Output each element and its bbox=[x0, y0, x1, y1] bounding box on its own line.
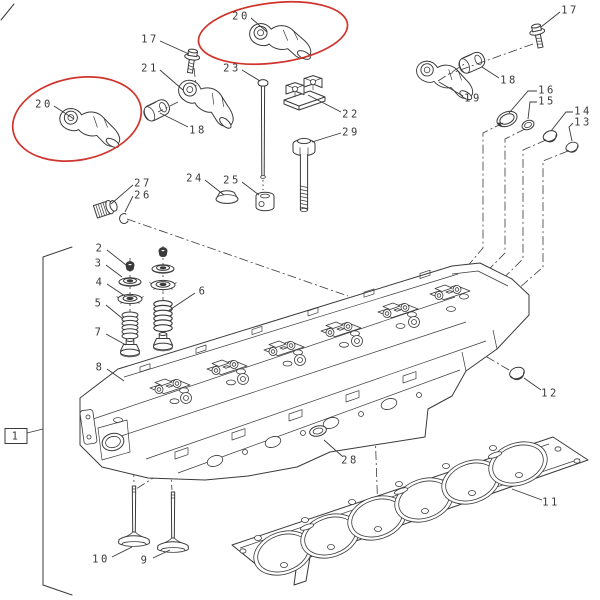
callout-label-29: 29 bbox=[342, 127, 360, 139]
callout-leader-26 bbox=[124, 195, 134, 213]
callout-leader-6 bbox=[167, 292, 196, 312]
callout-label-14: 14 bbox=[574, 106, 592, 118]
callout-label-2: 2 bbox=[96, 243, 105, 255]
callout-leader-7 bbox=[105, 333, 127, 346]
callout-leader-18 bbox=[481, 66, 500, 79]
callout-leader-16 bbox=[508, 90, 537, 114]
callout-leader-11 bbox=[511, 488, 543, 501]
callout-leader-21 bbox=[159, 69, 184, 91]
seal-ring-16 bbox=[496, 110, 518, 128]
highlight-ellipses bbox=[11, 1, 349, 162]
callout-label-5: 5 bbox=[95, 298, 104, 310]
cup-plug-28 bbox=[309, 425, 327, 437]
callout-leader-18 bbox=[159, 112, 189, 128]
callout-leader-27 bbox=[110, 184, 134, 205]
head-gasket-11 bbox=[231, 436, 589, 586]
callout-label-7: 7 bbox=[95, 327, 104, 339]
callout-leader-13 bbox=[568, 122, 574, 142]
valve-9 bbox=[157, 491, 189, 553]
cup-plug-12 bbox=[509, 366, 525, 381]
highlight-ellipse-20-1 bbox=[11, 76, 143, 162]
highlight-ellipse-20-0 bbox=[197, 1, 349, 65]
callout-label-20: 20 bbox=[35, 99, 53, 111]
callout-leader-15 bbox=[527, 101, 537, 120]
callout-leader-20 bbox=[53, 105, 75, 120]
callout-leader-9 bbox=[152, 549, 171, 559]
callout-label-4: 4 bbox=[96, 277, 105, 289]
valve-10 bbox=[118, 485, 150, 547]
cup-plug-14 bbox=[541, 128, 560, 145]
bushing-18-right bbox=[456, 49, 488, 76]
callout-label-28: 28 bbox=[341, 455, 359, 467]
callout-label-18: 18 bbox=[500, 75, 518, 87]
plug-27 bbox=[92, 200, 118, 219]
callout-label-27: 27 bbox=[134, 178, 152, 190]
callout-leader-8 bbox=[106, 368, 125, 382]
callout-leader-17 bbox=[540, 11, 561, 28]
callout-leader-28 bbox=[323, 439, 343, 457]
callout-leader-19 bbox=[438, 81, 464, 97]
reference-bracket-1 bbox=[0, 3, 73, 596]
callout-leader-23 bbox=[241, 69, 261, 82]
callout-label-12: 12 bbox=[541, 388, 559, 400]
callout-label-17: 17 bbox=[561, 5, 579, 17]
bolt-17-right bbox=[527, 22, 549, 50]
callout-label-1: 1 bbox=[12, 431, 21, 443]
rocker-arm-20-left bbox=[55, 105, 127, 151]
callout-label-15: 15 bbox=[538, 96, 556, 108]
callout-label-9: 9 bbox=[141, 555, 150, 567]
callout-label-3: 3 bbox=[95, 258, 104, 270]
callout-leader-20 bbox=[250, 17, 268, 33]
callout-label-18: 18 bbox=[189, 125, 207, 137]
callout-label-10: 10 bbox=[92, 554, 110, 566]
push-rod-23 bbox=[257, 79, 269, 190]
cap-24 bbox=[215, 190, 239, 204]
callout-label-17: 17 bbox=[141, 34, 159, 46]
callout-leader-12 bbox=[523, 377, 542, 391]
callout-label-16: 16 bbox=[538, 85, 556, 97]
callout-leader-29 bbox=[311, 132, 342, 143]
seal-ring-15 bbox=[521, 119, 535, 131]
rocker-arm-20-top bbox=[246, 20, 316, 62]
tappet-25 bbox=[255, 191, 275, 212]
cylinder-head bbox=[79, 262, 530, 481]
callout-leader-2 bbox=[106, 249, 127, 266]
callout-label-11: 11 bbox=[542, 497, 560, 509]
callout-leader-17 bbox=[159, 40, 190, 55]
callout-label-20: 20 bbox=[232, 11, 250, 23]
callout-label-25: 25 bbox=[223, 175, 241, 187]
callout-leader-4 bbox=[106, 283, 126, 297]
callout-leader-22 bbox=[307, 94, 342, 113]
cup-plug-13 bbox=[564, 140, 581, 155]
callout-label-13: 13 bbox=[574, 117, 592, 129]
callout-label-21: 21 bbox=[141, 63, 159, 75]
clip-26 bbox=[119, 213, 129, 225]
callout-label-22: 22 bbox=[342, 109, 360, 121]
callout-box-1 bbox=[4, 428, 28, 444]
callout-leader-1 bbox=[26, 428, 44, 434]
callout-leader-10 bbox=[111, 546, 133, 558]
callout-label-19: 19 bbox=[464, 93, 482, 105]
rocker-arm-21 bbox=[170, 75, 244, 132]
callout-leader-14 bbox=[550, 111, 573, 132]
callout-label-8: 8 bbox=[96, 362, 105, 374]
callout-leader-3 bbox=[105, 264, 123, 278]
callout-label-24: 24 bbox=[186, 173, 204, 185]
bushing-18-left bbox=[140, 96, 173, 124]
callout-label-23: 23 bbox=[223, 63, 241, 75]
callout-leader-24 bbox=[204, 179, 225, 196]
callout-label-6: 6 bbox=[199, 286, 208, 298]
callout-leader-25 bbox=[241, 181, 260, 196]
callout-leader-5 bbox=[105, 304, 124, 320]
bolt-29 bbox=[292, 137, 316, 213]
pedestal-22 bbox=[283, 75, 326, 111]
callout-label-26: 26 bbox=[134, 190, 152, 202]
